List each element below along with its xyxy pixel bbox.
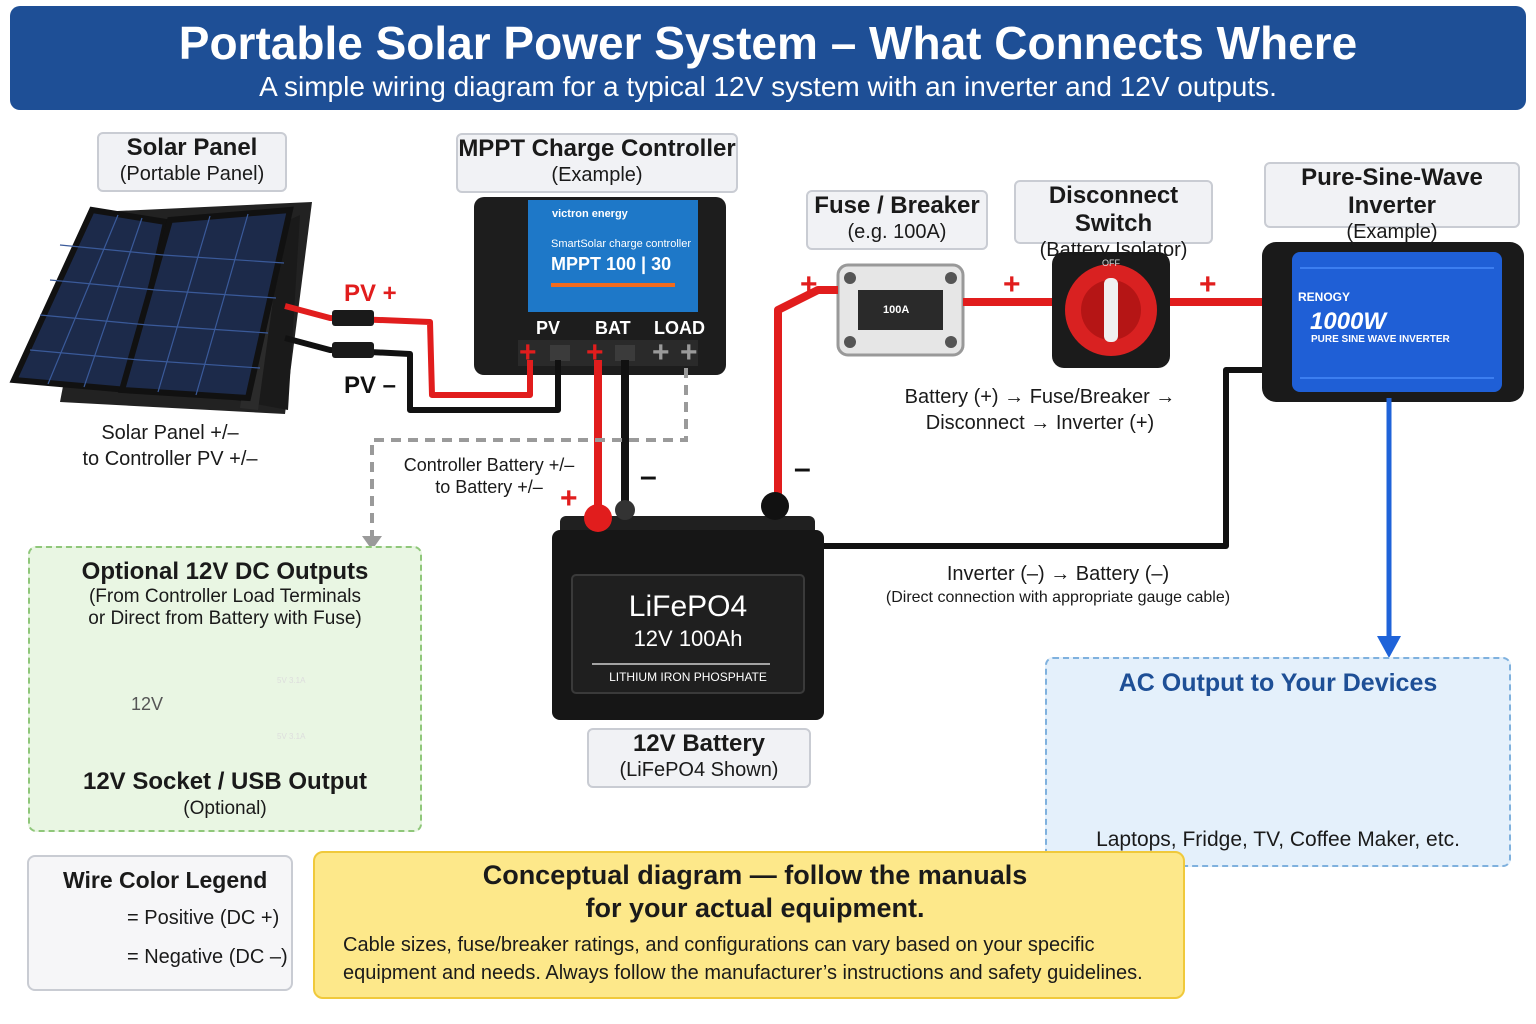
negative-path-line2: (Direct connection with appropriate gaug…: [885, 589, 1231, 606]
ac-output-box: AC Output to Your Devices: [1045, 657, 1511, 867]
battery-plus-symbol: +: [560, 482, 578, 515]
warning-box: Conceptual diagram — follow the manuals …: [313, 851, 1185, 999]
controller-subtitle: (Example): [551, 164, 643, 186]
inverter-plus-symbol: +: [1199, 268, 1217, 301]
disconnect-subtitle: (Battery Isolator): [1039, 239, 1188, 261]
battery-minus-symbol: –: [640, 460, 657, 493]
battery-label: 12V Battery (LiFePO4 Shown): [587, 728, 811, 788]
legend-negative-text: = Negative (DC –): [127, 946, 288, 968]
inverter-image: [1262, 242, 1524, 402]
dc-outputs-line2: or Direct from Battery with Fuse): [88, 608, 362, 629]
warning-body1: Cable sizes, fuse/breaker ratings, and c…: [343, 934, 1095, 956]
fuse-title: Fuse / Breaker: [814, 192, 980, 219]
warning-line1: Conceptual diagram — follow the manuals: [482, 860, 1028, 890]
inverter-type: PURE SINE WAVE INVERTER: [1311, 334, 1450, 345]
pv-minus-label: PV –: [344, 372, 397, 399]
usb-label-2: 5V 3.1A: [277, 732, 306, 741]
positive-path-line1: Battery (+) → Fuse/Breaker →: [904, 386, 1176, 408]
disconnect-title: Disconnect Switch: [1048, 182, 1179, 237]
negative-path-caption: Inverter (–) → Battery (–) (Direct conne…: [860, 561, 1256, 609]
ac-output-title: AC Output to Your Devices: [1118, 669, 1438, 697]
inverter-title: Pure-Sine-Wave Inverter: [1301, 164, 1483, 219]
dc-outputs-title: Optional 12V DC Outputs: [81, 558, 369, 585]
disconnect-plus-symbol: +: [1003, 268, 1021, 301]
page-title: Portable Solar Power System – What Conne…: [178, 17, 1358, 69]
solar-panel-subtitle: (Portable Panel): [119, 163, 265, 185]
dc-outputs-box: Optional 12V DC Outputs (From Controller…: [28, 546, 422, 832]
fuse-label: Fuse / Breaker (e.g. 100A): [806, 190, 988, 250]
controller-battery-caption: Controller Battery +/– to Battery +/–: [384, 454, 594, 498]
legend-title: Wire Color Legend: [63, 867, 268, 893]
solar-panel-title: Solar Panel: [126, 134, 258, 161]
battery-type-text: LITHIUM IRON PHOSPHATE: [609, 670, 767, 684]
solar-caption-line1: Solar Panel +/–: [101, 422, 239, 444]
warning-line2: for your actual equipment.: [585, 893, 925, 923]
charge-controller-image: [474, 197, 726, 375]
controller-title: MPPT Charge Controller: [458, 135, 736, 162]
fuse-plus-symbol: +: [800, 268, 818, 301]
solar-panel-label: Solar Panel (Portable Panel): [97, 132, 287, 192]
terminal-pv-label: PV: [536, 318, 561, 338]
battery-image: [552, 516, 824, 720]
battery-title: 12V Battery: [632, 730, 766, 757]
inverter-label: Pure-Sine-Wave Inverter (Example): [1264, 162, 1520, 243]
controller-caption-line2: to Battery +/–: [435, 477, 543, 497]
inverter-brand: RENOGY: [1298, 290, 1351, 304]
ac-devices-caption: Laptops, Fridge, TV, Coffee Maker, etc.: [1096, 828, 1460, 851]
solar-caption-line2: to Controller PV +/–: [82, 448, 258, 470]
negative-path-line1: Inverter (–) → Battery (–): [946, 563, 1170, 585]
controller-caption-line1: Controller Battery +/–: [403, 455, 575, 475]
legend-positive-text: = Positive (DC +): [127, 907, 280, 929]
page-subtitle: A simple wiring diagram for a typical 12…: [259, 71, 1277, 102]
positive-run-minus-symbol: –: [794, 452, 811, 485]
fuse-image: [836, 263, 965, 357]
controller-model: MPPT 100 | 30: [551, 254, 672, 274]
inverter-subtitle: (Example): [1346, 221, 1438, 243]
disconnect-label: Disconnect Switch (Battery Isolator): [1014, 180, 1213, 261]
controller-load-plus-symbol-2: +: [680, 336, 698, 369]
dc-outputs-line1: (From Controller Load Terminals: [88, 586, 362, 607]
disconnect-switch-image: [1052, 252, 1170, 368]
controller-bat-plus-symbol: +: [586, 336, 604, 369]
positive-path-line2: Disconnect → Inverter (+): [925, 412, 1155, 434]
dc-outputs-caption: 12V Socket / USB Output: [82, 768, 368, 795]
fuse-subtitle: (e.g. 100A): [847, 221, 947, 243]
terminal-bat-label: BAT: [595, 318, 631, 338]
battery-spec: 12V 100Ah: [633, 626, 743, 651]
solar-caption: Solar Panel +/– to Controller PV +/–: [40, 420, 300, 472]
usb-label-1: 5V 3.1A: [277, 676, 306, 685]
wire-color-legend: Wire Color Legend = Positive (DC +) = Ne…: [27, 855, 293, 991]
dc-outputs-caption-sub: (Optional): [183, 798, 267, 819]
terminal-load-label: LOAD: [654, 318, 705, 338]
controller-brand: victron energy: [552, 208, 628, 220]
warning-body2: equipment and needs. Always follow the m…: [343, 962, 1143, 984]
disconnect-off-label: OFF: [1102, 258, 1120, 268]
header-banner: Portable Solar Power System – What Conne…: [10, 6, 1526, 110]
controller-pv-plus-symbol: +: [519, 336, 537, 369]
inverter-power: 1000W: [1310, 308, 1387, 335]
battery-subtitle: (LiFePO4 Shown): [619, 759, 779, 781]
battery-chemistry: LiFePO4: [628, 590, 748, 623]
controller-label: MPPT Charge Controller (Example): [456, 133, 738, 193]
controller-product-line: SmartSolar charge controller: [551, 238, 692, 250]
solar-panel-image: [9, 202, 312, 414]
pv-plus-label: PV +: [344, 280, 397, 307]
controller-load-plus-symbol: +: [652, 336, 670, 369]
positive-path-caption: Battery (+) → Fuse/Breaker → Disconnect …: [880, 384, 1200, 436]
fuse-rating: 100A: [883, 304, 910, 316]
socket-12v-label: 12V: [131, 694, 164, 714]
